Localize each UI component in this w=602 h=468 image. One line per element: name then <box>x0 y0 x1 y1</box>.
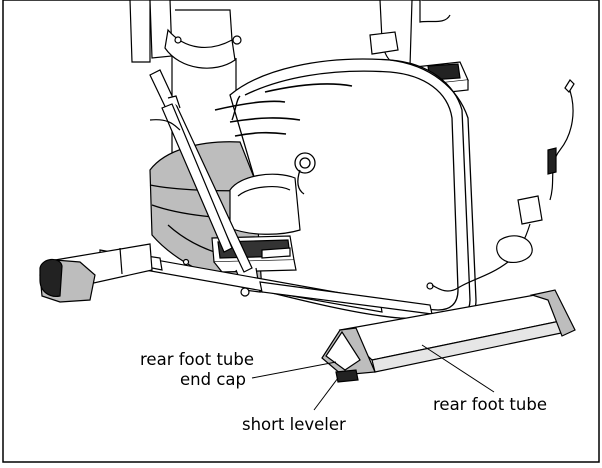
label-rear-foot-tube-end-cap-line1: rear foot tube <box>140 350 254 369</box>
label-short-leveler: short leveler <box>242 415 346 434</box>
label-rear-foot-tube: rear foot tube <box>433 395 547 414</box>
callout-leaders <box>251 344 495 411</box>
label-rear-foot-tube-end-cap-line2: end cap <box>180 370 246 389</box>
crank-pedal <box>211 173 301 297</box>
short-leveler <box>335 369 359 383</box>
front-foot-tube <box>39 243 153 303</box>
leader-end-cap <box>251 361 337 379</box>
leader-short-leveler <box>313 377 339 411</box>
stabilizer-arm <box>149 69 253 273</box>
power-adapter <box>431 79 575 292</box>
rear-foot-tube-end-cap-right <box>529 289 576 337</box>
leader-rear-foot-tube <box>421 344 495 393</box>
seat-mast <box>129 0 242 160</box>
